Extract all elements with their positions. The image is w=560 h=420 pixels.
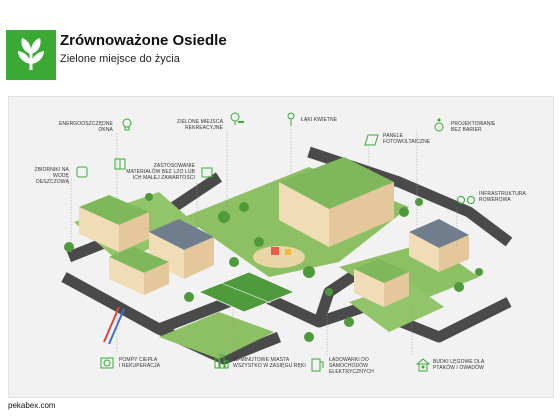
label-green-recreation: ZIELONE MIEJSCA REKREACYJNE	[177, 119, 223, 131]
label-ev-chargers: ŁADOWARKI DO SAMOCHODÓW ELEKTRYCZNYCH	[329, 357, 374, 375]
label-flower-meadows: ŁĄKI KWIETNE	[301, 117, 338, 123]
illustration-panel: ENERGOOSZCZĘDNE OKNA ZIELONE MIEJSCA REK…	[8, 96, 554, 398]
page-subtitle: Zielone miejsce do życia	[60, 53, 180, 65]
label-energy-windows: ENERGOOSZCZĘDNE OKNA	[58, 121, 113, 133]
label-nesting-boxes: BUDKI LĘGOWE DLA PTAKÓW I OWADÓW	[433, 359, 485, 371]
bicycle-icon	[457, 196, 475, 204]
trees	[64, 193, 483, 342]
solar-panel-icon	[364, 134, 379, 146]
estate-illustration	[61, 129, 513, 365]
building-right	[409, 219, 469, 272]
lightbulb-icon	[122, 118, 132, 131]
building-left	[79, 195, 149, 252]
wheelchair-icon	[434, 118, 444, 132]
building-main	[279, 157, 394, 247]
ev-charger-icon	[311, 358, 324, 372]
paint-can-icon	[201, 167, 213, 178]
heat-pump-icon	[100, 357, 114, 369]
page-title: Zrównoważone Osiedle	[60, 32, 227, 49]
brand-logo	[6, 30, 56, 80]
label-heat-pumps: POMPY CIEPŁA I REKUPERACJA	[119, 357, 161, 369]
leaf-logo-icon	[18, 38, 44, 70]
label-bike-infrastructure: INFRASTRUKTURA ROWEROWA	[479, 191, 526, 203]
building-center-left	[149, 219, 214, 279]
city-buildings-icon	[214, 354, 229, 369]
flower-icon	[287, 112, 295, 126]
sports-pitch	[197, 271, 296, 313]
label-solar-panels: PANELE FOTOWOLTAICZNE	[383, 133, 431, 145]
playground	[253, 246, 305, 268]
birdhouse-icon	[415, 358, 431, 372]
building-small-left	[109, 247, 169, 295]
label-low-voc-materials: ZASTOSOWANIE MATERIAŁÓW BEZ LZO LUB ICH …	[126, 163, 195, 181]
label-rainwater-tanks: ZBIORNIKI NA WODĘ DESZCZOWĄ	[34, 167, 69, 185]
label-fifteen-minute-city: 15-MINUTOWE MIASTA WSZYSTKO W ZASIĘGU RĘ…	[233, 357, 306, 369]
leader-lines	[70, 129, 458, 355]
rain-tank-icon	[76, 166, 88, 178]
tree-bench-icon	[230, 112, 244, 125]
heat-pump-pipes	[103, 306, 125, 345]
label-accessible-design: PROJEKTOWANIE BEZ BARIER	[451, 121, 496, 133]
window-icon	[114, 158, 126, 170]
building-bottom-right	[354, 259, 409, 307]
footer-brand: pekabex.com	[8, 401, 56, 410]
